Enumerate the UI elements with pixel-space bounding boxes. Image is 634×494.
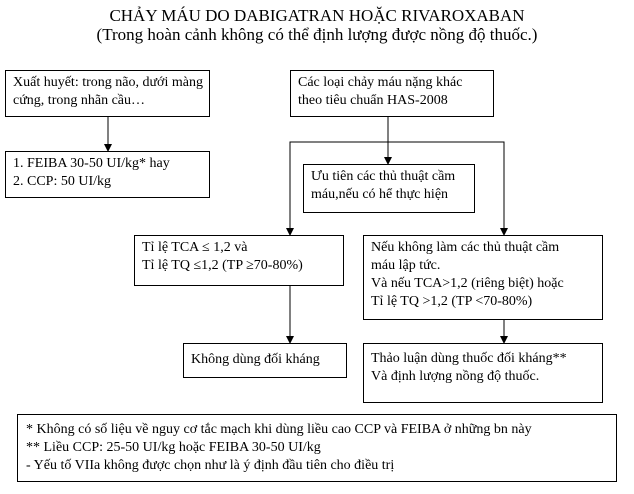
note-line: ** Liều CCP: 25-50 UI/kg hoặc FEIBA 30-5…	[26, 440, 321, 455]
box-hemorrhage: Xuất huyết: trong não, dưới màng cứng, t…	[5, 70, 210, 117]
box-line: máu lập tức.	[371, 258, 441, 273]
box-line: Ưu tiên các thủ thuật cầm	[311, 169, 456, 184]
box-line: Không dùng đối kháng	[191, 352, 320, 367]
box-line: cứng, trong nhãn cầu…	[13, 93, 145, 108]
box-line: Xuất huyết: trong não, dưới màng	[13, 75, 203, 90]
box-ratio-low: Tỉ lệ TCA ≤ 1,2 và Tỉ lệ TQ ≤1,2 (TP ≥70…	[134, 235, 344, 286]
box-line: Nếu không làm các thủ thuật cầm	[371, 240, 560, 255]
box-line: Thảo luận dùng thuốc đối kháng**	[371, 351, 567, 366]
note-line: - Yếu tố VIIa không được chọn như là ý đ…	[26, 458, 395, 473]
box-severe-bleeding: Các loại chảy máu nặng khác theo tiêu ch…	[290, 70, 494, 117]
box-line: máu,nếu có hể thực hiện	[311, 187, 449, 202]
branch-line	[289, 141, 505, 235]
box-line: theo tiêu chuẩn HAS-2008	[298, 93, 448, 108]
box-line: 2. CCP: 50 UI/kg	[13, 174, 112, 189]
box-no-antagonist: Không dùng đối kháng	[183, 343, 347, 378]
page-title: CHẢY MÁU DO DABIGATRAN HOẶC RIVAROXABAN	[109, 6, 525, 25]
box-line: 1. FEIBA 30-50 UI/kg* hay	[13, 156, 170, 171]
box-line: Tỉ lệ TQ ≤1,2 (TP ≥70-80%)	[142, 258, 303, 273]
box-line: Tỉ lệ TQ >1,2 (TP <70-80%)	[371, 294, 533, 309]
box-no-procedure: Nếu không làm các thủ thuật cầm máu lập …	[363, 235, 603, 320]
page-subtitle: (Trong hoàn cảnh không có thể định lượng…	[96, 25, 538, 44]
box-line: Và định lượng nồng độ thuốc.	[371, 369, 540, 384]
box-notes: * Không có số liệu về nguy cơ tắc mạch k…	[17, 414, 617, 482]
box-line: Và nếu TCA>1,2 (riêng biệt) hoặc	[371, 276, 564, 291]
box-discuss: Thảo luận dùng thuốc đối kháng** Và định…	[363, 343, 603, 403]
box-line: Các loại chảy máu nặng khác	[298, 75, 463, 90]
note-line: * Không có số liệu về nguy cơ tắc mạch k…	[26, 422, 532, 437]
box-line: Tỉ lệ TCA ≤ 1,2 và	[142, 240, 248, 255]
box-feiba-ccp: 1. FEIBA 30-50 UI/kg* hay 2. CCP: 50 UI/…	[5, 151, 210, 198]
box-priority: Ưu tiên các thủ thuật cầm máu,nếu có hể …	[303, 164, 475, 213]
